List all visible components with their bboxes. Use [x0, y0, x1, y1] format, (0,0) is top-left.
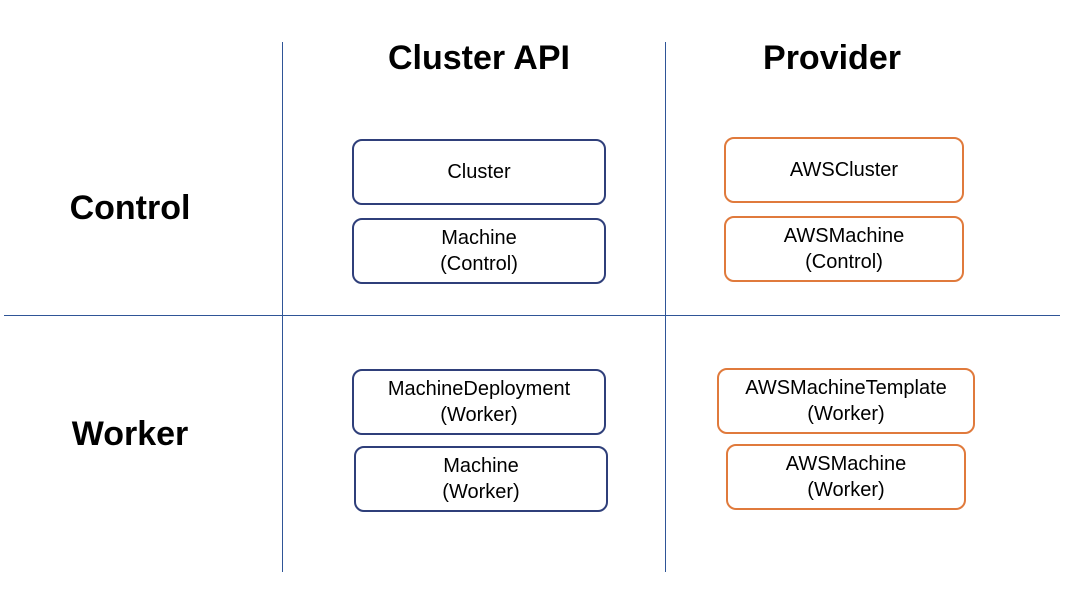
node-label: AWSMachine	[783, 225, 905, 247]
column-header-cluster-api: Cluster API	[387, 39, 570, 77]
machine-control-node: Machine (Control)	[352, 218, 606, 284]
node-label: AWSCluster	[789, 159, 899, 181]
node-label: MachineDeployment	[387, 378, 571, 400]
row-header-worker: Worker	[71, 415, 189, 453]
node-sublabel: (Worker)	[807, 403, 885, 425]
machine-deployment-node: MachineDeployment (Worker)	[352, 369, 606, 435]
aws-machine-worker-node: AWSMachine (Worker)	[726, 444, 966, 510]
row-header-control: Control	[69, 189, 191, 227]
node-sublabel: (Worker)	[442, 481, 520, 503]
aws-machine-control-node: AWSMachine (Control)	[724, 216, 964, 282]
machine-worker-node: Machine (Worker)	[354, 446, 608, 512]
column-divider-right	[665, 42, 666, 572]
node-sublabel: (Worker)	[440, 404, 518, 426]
column-header-provider: Provider	[763, 39, 901, 77]
node-label: Cluster	[447, 161, 511, 183]
node-label: Machine	[441, 227, 517, 249]
cluster-node: Cluster	[352, 139, 606, 205]
node-sublabel: (Worker)	[807, 479, 885, 501]
aws-machine-template-node: AWSMachineTemplate (Worker)	[717, 368, 975, 434]
column-divider-left	[282, 42, 283, 572]
node-label: AWSMachine	[785, 453, 907, 475]
row-divider	[4, 315, 1060, 316]
aws-cluster-node: AWSCluster	[724, 137, 964, 203]
node-label: Machine	[443, 455, 519, 477]
node-sublabel: (Control)	[805, 251, 883, 273]
node-label: AWSMachineTemplate	[745, 377, 947, 399]
node-sublabel: (Control)	[440, 253, 518, 275]
